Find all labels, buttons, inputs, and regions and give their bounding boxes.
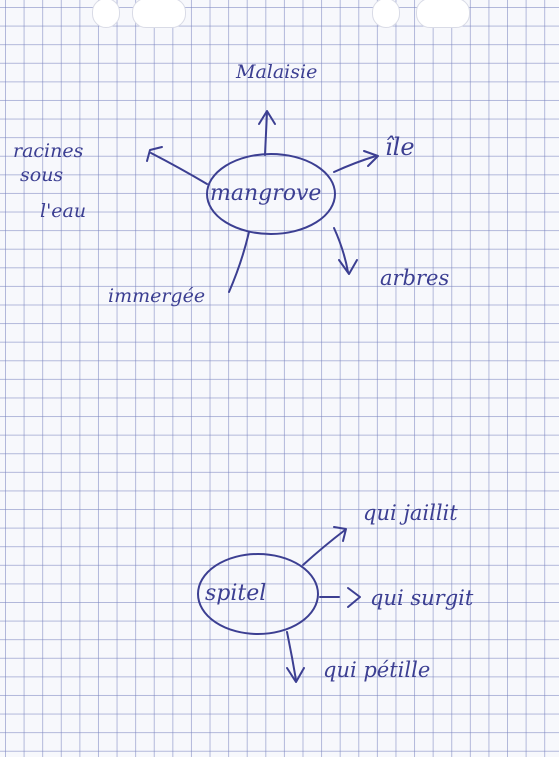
jaillit-label: qui jaillit [363,501,458,525]
immergee-label: immergée [108,285,206,307]
arrow-to-malaisie [264,111,268,156]
line-to-immergee [228,231,250,293]
l-eau-label: l'eau [40,200,87,222]
binder-hole [416,0,470,28]
mangrove-label: mangrove [210,181,322,206]
arrow-to-jaillit [302,529,346,566]
binder-hole [132,0,186,28]
arrowhead [363,150,379,167]
petille-label: qui pétille [323,658,431,682]
ile-label: île [385,133,415,161]
arrow-to-arbres [333,227,349,273]
arrow-to-petille [286,631,297,681]
surgit-label: qui surgit [370,586,474,610]
spitel-label: spitel [205,581,267,606]
arrowhead [347,587,361,608]
arrowhead [338,259,358,275]
arrow-to-ile [333,155,377,173]
arrow-to-racines [150,152,208,185]
racines-label: racines [13,140,84,162]
arrowhead [146,146,163,162]
malaisie-label: Malaisie [236,61,318,83]
arrowhead [286,667,305,683]
arbres-label: arbres [380,266,450,290]
binder-hole [372,0,400,28]
sous-label: sous [20,164,64,186]
arrowhead [333,526,347,542]
arrowhead [258,110,276,125]
binder-hole [92,0,120,28]
